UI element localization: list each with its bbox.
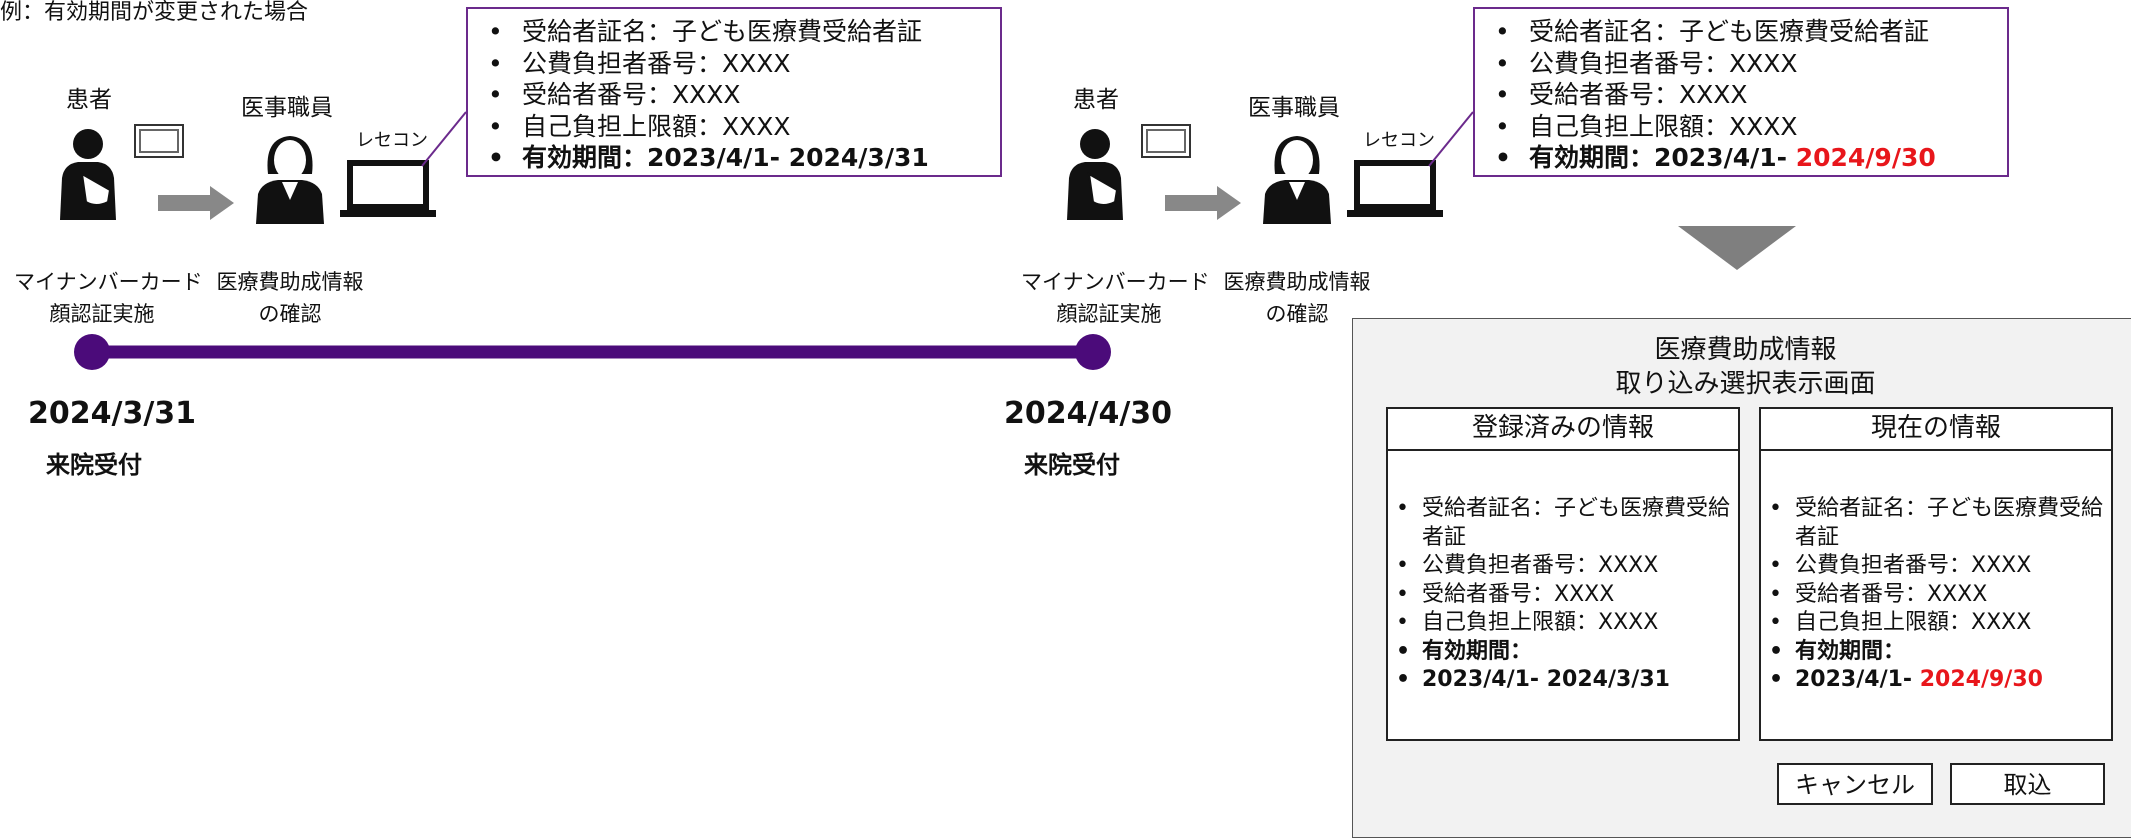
subsidy-confirm-caption: 医療費助成情報の確認 [1223, 270, 1371, 326]
panel-validity-label: 有効期間： [1388, 638, 1738, 667]
patient-label: 患者 [1073, 87, 1119, 113]
callout-item: 自己負担上限額：XXXX [484, 111, 990, 143]
panel-item: 公費負担者番号：XXXX [1388, 552, 1738, 581]
cancel-button[interactable]: キャンセル [1777, 763, 1933, 805]
panel-validity-value: 2023/4/1- 2024/9/30 [1761, 666, 2111, 695]
panel-item: 受給者番号：XXXX [1388, 581, 1738, 610]
validity-end-date: 2024/3/31 [788, 143, 929, 172]
visit-date: 2024/3/31 [28, 396, 197, 431]
callout-item: 受給者証名：子ども医療費受給者証 [484, 16, 990, 48]
panel-validity-value: 2023/4/1- 2024/3/31 [1388, 666, 1738, 695]
callout-item: 公費負担者番号：XXXX [1491, 48, 1997, 80]
patient-icon [60, 129, 116, 220]
timeline-point [74, 334, 110, 370]
validity-end-date-changed: 2024/9/30 [1919, 667, 2043, 692]
patient-icon [1067, 129, 1123, 220]
card-auth-caption: マイナンバーカード顔認証実施 [1021, 270, 1210, 326]
my-number-card-icon [134, 124, 184, 158]
callout-item: 自己負担上限額：XXXX [1491, 111, 1997, 143]
panel-item: 受給者番号：XXXX [1761, 581, 2111, 610]
reception-label: 来院受付 [1024, 451, 1120, 479]
medical-staff-icon [256, 136, 324, 224]
example-heading: 例：有効期間が変更された場合 [0, 0, 309, 25]
registered-info-panel: 登録済みの情報 受給者証名：子ども医療費受給者証 公費負担者番号：XXXX 受給… [1386, 407, 1740, 741]
card-auth-caption: マイナンバーカード顔認証実施 [14, 270, 203, 326]
visit-date: 2024/4/30 [1004, 396, 1173, 431]
dialog-title: 医療費助成情報取り込み選択表示画面 [1615, 335, 1876, 399]
laptop-icon [340, 160, 436, 217]
subsidy-confirm-caption: 医療費助成情報の確認 [216, 270, 364, 326]
staff-label: 医事職員 [1248, 95, 1340, 121]
callout-item: 公費負担者番号：XXXX [484, 48, 990, 80]
timeline-point [1075, 334, 1111, 370]
validity-end-date: 2024/3/31 [1546, 667, 1670, 692]
callout-card-info-2: 受給者証名：子ども医療費受給者証 公費負担者番号：XXXX 受給者番号：XXXX… [1473, 7, 2009, 177]
down-arrow-icon [1678, 226, 1796, 270]
callout-validity: 有効期間：2023/4/1- 2024/3/31 [484, 142, 990, 174]
callout-validity: 有効期間：2023/4/1- 2024/9/30 [1491, 142, 1997, 174]
panel-item: 自己負担上限額：XXXX [1388, 609, 1738, 638]
patient-label: 患者 [66, 87, 112, 113]
staff-label: 医事職員 [241, 95, 333, 121]
rececon-label: レセコン [1363, 130, 1435, 151]
right-arrow-icon [1165, 186, 1241, 220]
callout-card-info-1: 受給者証名：子ども医療費受給者証 公費負担者番号：XXXX 受給者番号：XXXX… [466, 7, 1002, 177]
callout-item: 受給者証名：子ども医療費受給者証 [1491, 16, 1997, 48]
callout-item: 受給者番号：XXXX [1491, 79, 1997, 111]
right-arrow-icon [158, 186, 234, 220]
current-info-panel: 現在の情報 受給者証名：子ども医療費受給者証 公費負担者番号：XXXX 受給者番… [1759, 407, 2113, 741]
import-button[interactable]: 取込 [1950, 763, 2105, 805]
laptop-icon [1347, 160, 1443, 217]
validity-end-date-changed: 2024/9/30 [1795, 143, 1936, 172]
panel-item: 公費負担者番号：XXXX [1761, 552, 2111, 581]
panel-header: 登録済みの情報 [1388, 409, 1738, 451]
panel-validity-label: 有効期間： [1761, 638, 2111, 667]
medical-staff-icon [1263, 136, 1331, 224]
reception-label: 来院受付 [46, 451, 142, 479]
panel-item: 受給者証名：子ども医療費受給者証 [1388, 495, 1738, 552]
panel-item: 自己負担上限額：XXXX [1761, 609, 2111, 638]
callout-item: 受給者番号：XXXX [484, 79, 990, 111]
rececon-label: レセコン [356, 130, 428, 151]
my-number-card-icon [1141, 124, 1191, 158]
panel-item: 受給者証名：子ども医療費受給者証 [1761, 495, 2111, 552]
panel-header: 現在の情報 [1761, 409, 2111, 451]
